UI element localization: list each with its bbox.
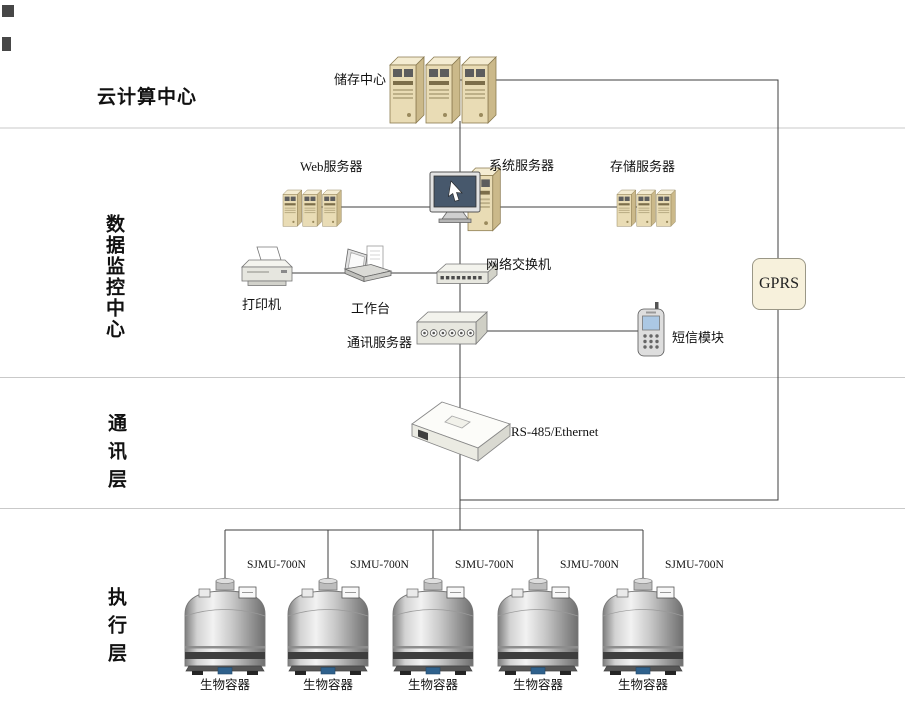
corner-marks xyxy=(2,5,14,51)
layer-label-exec: 执行层 xyxy=(105,587,126,671)
label-storage-server: 存储服务器 xyxy=(610,159,676,174)
tank-model-label-1: SJMU-700N xyxy=(247,559,306,571)
tank-model-label-4: SJMU-700N xyxy=(560,559,619,571)
section-divider-lines xyxy=(0,127,905,509)
rs485-modem-icon xyxy=(411,401,511,462)
gprs-module: GPRS xyxy=(752,258,806,310)
label-rs485: RS-485/Ethernet xyxy=(511,424,599,439)
storage-server-icon xyxy=(617,190,675,226)
printer-icon xyxy=(241,246,293,286)
bio-tank-icon-4 xyxy=(497,577,579,676)
tank-name-label-3: 生物容器 xyxy=(407,678,458,692)
web-server-icon xyxy=(283,190,341,226)
workbench-icon xyxy=(344,245,392,282)
label-workbench: 工作台 xyxy=(351,301,391,316)
layer-label-data-center: 数据监控中心 xyxy=(103,214,124,340)
label-storage-center: 储存中心 xyxy=(334,72,387,87)
sms-phone-icon xyxy=(637,301,665,357)
bio-tank-icon-5 xyxy=(602,577,684,676)
tank-model-label-2: SJMU-700N xyxy=(350,559,409,571)
bio-tank-icon-3 xyxy=(392,577,474,676)
tank-name-label-1: 生物容器 xyxy=(199,678,250,692)
tank-name-label-5: 生物容器 xyxy=(617,678,668,692)
tank-model-label-5: SJMU-700N xyxy=(665,559,724,571)
bio-tank-icon-1 xyxy=(184,577,266,676)
tank-model-label-3: SJMU-700N xyxy=(455,559,514,571)
storage-center-servers-icon xyxy=(390,57,496,123)
label-printer: 打印机 xyxy=(242,297,282,312)
layer-label-comm: 通讯层 xyxy=(105,413,126,497)
label-network-switch: 网络交换机 xyxy=(486,257,552,272)
label-web-server: Web服务器 xyxy=(300,159,363,174)
label-sms-module: 短信模块 xyxy=(672,330,725,345)
layer-label-cloud: 云计算中心 xyxy=(97,87,198,108)
comm-server-icon xyxy=(416,311,488,345)
label-system-server: 系统服务器 xyxy=(489,158,555,173)
tank-name-label-4: 生物容器 xyxy=(512,678,563,692)
tank-name-label-2: 生物容器 xyxy=(302,678,353,692)
bio-tank-icon-2 xyxy=(287,577,369,676)
label-comm-server: 通讯服务器 xyxy=(347,335,413,350)
